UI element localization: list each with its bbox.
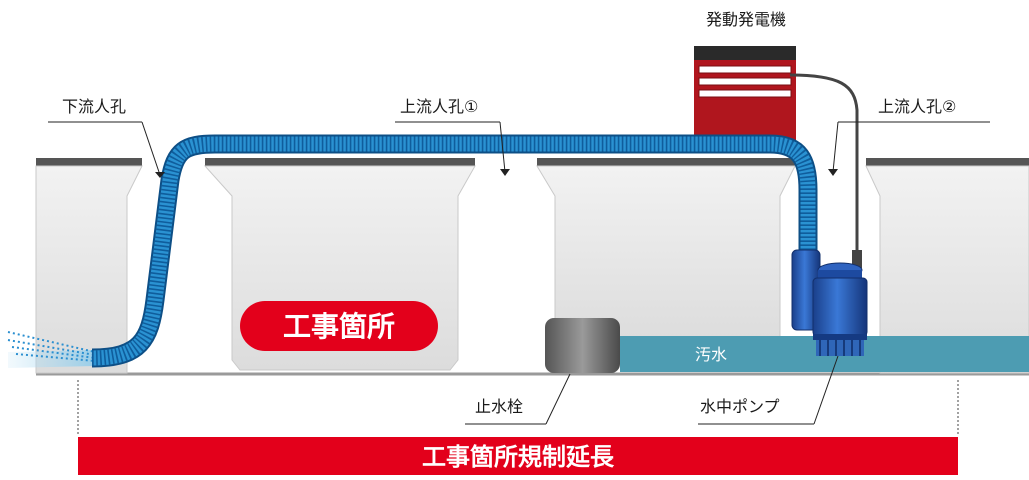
regulated-length-bar: 工事箇所規制延長 (78, 437, 958, 475)
water-stop-plug-icon (545, 318, 620, 373)
discharge-spray (7, 331, 96, 368)
submersible-pump-icon (791, 249, 868, 356)
construction-site-badge: 工事箇所 (240, 301, 438, 351)
callout-plug: 止水栓 (465, 373, 571, 425)
concrete-block-left (35, 158, 143, 374)
upstream-manhole-2-label: 上流人孔② (878, 97, 956, 116)
generator-label: 発動発電機 (706, 10, 786, 29)
plug-label: 止水栓 (475, 397, 523, 416)
callout-downstream-manhole: 下流人孔 (48, 97, 165, 178)
concrete-block-right (865, 158, 1029, 374)
upstream-manhole-1-label: 上流人孔① (400, 97, 478, 116)
callout-upstream-manhole-1: 上流人孔① (395, 97, 510, 176)
construction-site-label: 工事箇所 (283, 310, 395, 343)
sewage-label: 汚水 (695, 345, 727, 364)
callout-upstream-manhole-2: 上流人孔② (828, 97, 990, 176)
regulated-length-label: 工事箇所規制延長 (422, 443, 615, 471)
corrugated-hose-icon (91, 134, 818, 368)
pump-label: 水中ポンプ (700, 397, 780, 416)
power-cable (789, 73, 859, 255)
generator-icon (694, 46, 796, 145)
concrete-block-middle-right (536, 158, 796, 346)
cable-connector (852, 250, 862, 268)
downstream-manhole-label: 下流人孔 (62, 97, 126, 116)
callout-pump: 水中ポンプ (698, 355, 839, 425)
